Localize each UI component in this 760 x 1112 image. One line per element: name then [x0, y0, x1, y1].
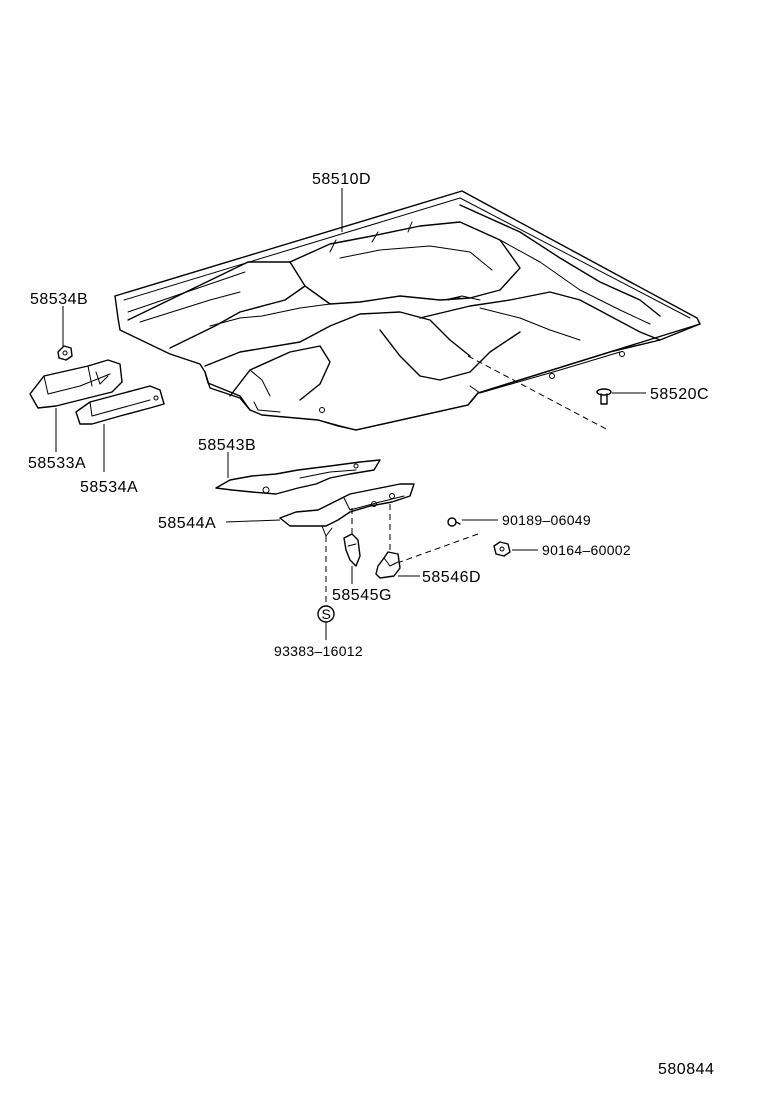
- clip-58545G: [343, 533, 361, 567]
- floor-carpet-58510D: [114, 190, 701, 431]
- dashed-line-58520C: [467, 355, 609, 431]
- label-58520C: 58520C: [650, 386, 709, 403]
- bracket-58544A: [279, 483, 415, 537]
- s-mark: S: [322, 606, 332, 622]
- label-58534A: 58534A: [80, 479, 138, 496]
- bracket-58546D: [375, 551, 401, 579]
- label-93383: 93383–16012: [274, 643, 363, 659]
- nut-90164-60002: [493, 541, 511, 557]
- label-58544A: 58544A: [158, 515, 216, 532]
- panel-58533A: [29, 359, 123, 409]
- panel-58534A: [75, 385, 165, 425]
- label-58543B: 58543B: [198, 437, 256, 454]
- label-58545G: 58545G: [332, 587, 392, 604]
- screw-90189-06049: [447, 517, 461, 527]
- clip-58534B: [57, 345, 73, 361]
- label-58534B: 58534B: [30, 291, 88, 308]
- label-58546D: 58546D: [422, 569, 481, 586]
- figure-number: 580844: [658, 1061, 714, 1078]
- label-90164: 90164–60002: [542, 542, 631, 558]
- clip-58520C: [596, 388, 612, 405]
- label-58510D: 58510D: [312, 171, 371, 188]
- bracket-58543B: [215, 459, 381, 495]
- dashed-line-screws: [399, 533, 479, 563]
- standard-part-marker: S: [317, 605, 335, 623]
- label-58533A: 58533A: [28, 455, 86, 472]
- label-90189: 90189–06049: [502, 512, 591, 528]
- leader-58544A: [225, 519, 281, 523]
